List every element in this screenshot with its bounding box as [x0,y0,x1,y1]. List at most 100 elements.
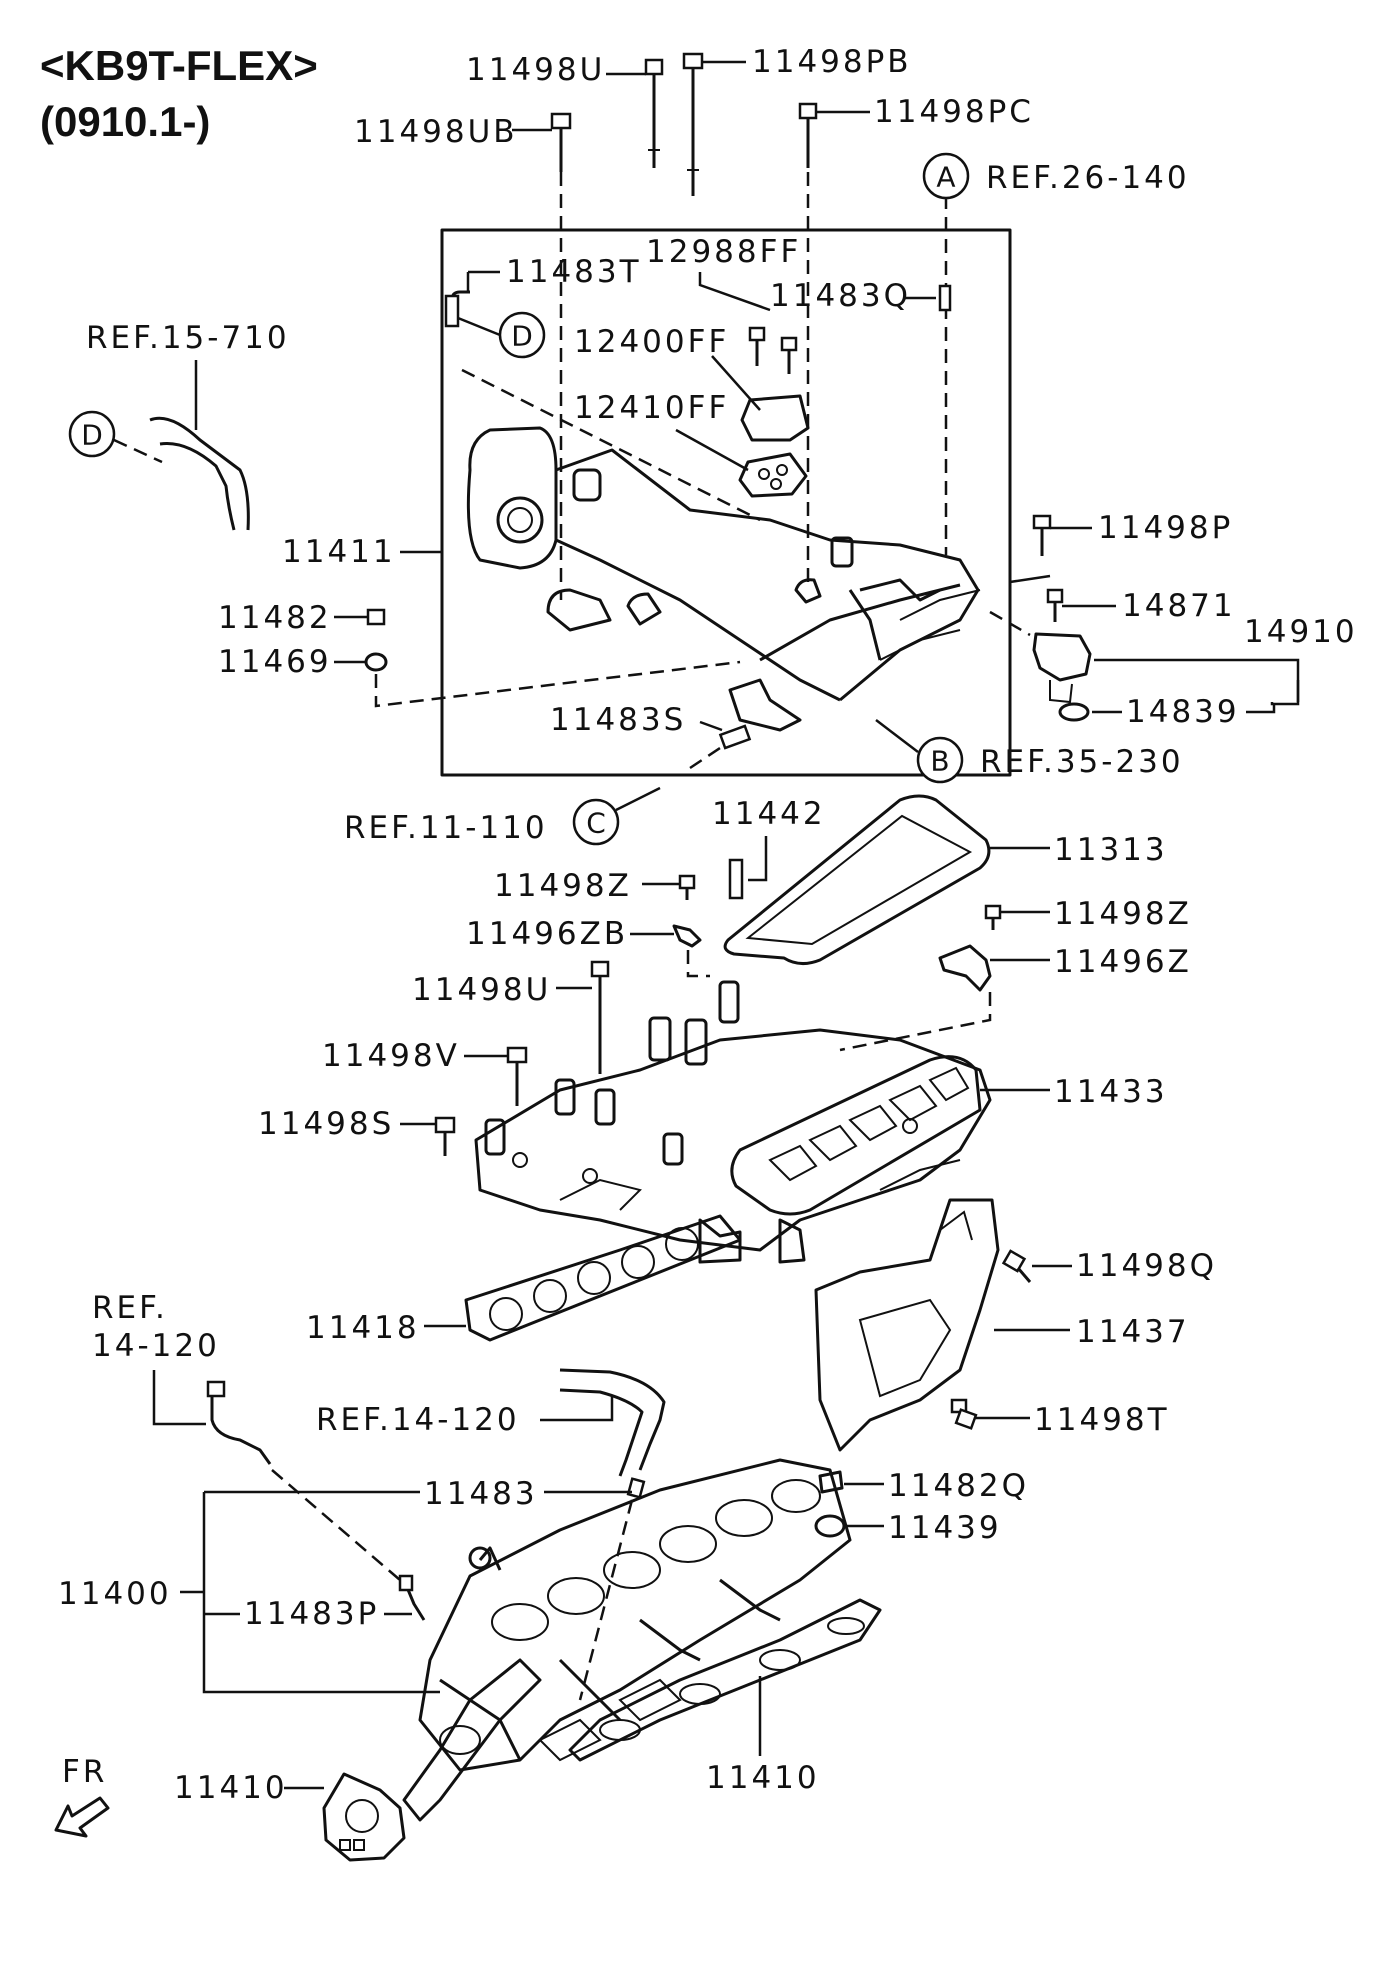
leader-line [1270,680,1300,706]
bolt-11498v [506,1046,528,1064]
label-12400ff: 12400FF [574,324,729,360]
production-date-range: (0910.1-) [40,98,210,145]
hose-ref-14-120-left [210,1390,272,1465]
alignment-line [839,992,992,1052]
nut-11482q [818,1470,844,1494]
label-11496zb: 11496ZB [466,916,628,952]
gasket-11418 [464,1214,742,1342]
gasket-11410-right [568,1598,882,1762]
front-label: FR [62,1754,107,1790]
model-code: <KB9T-FLEX> [40,42,318,89]
bracket-11437 [814,1198,1000,1452]
label-11483q: 11483Q [770,278,911,314]
label-11498pb: 11498PB [752,44,912,80]
bolt-11498p [1032,514,1052,556]
alignment-line [271,1469,401,1581]
label-11498s: 11498S [258,1106,394,1142]
label-11498u: 11498U [466,52,605,88]
label-11498p: 11498P [1098,510,1233,546]
label-11469: 11469 [218,644,332,680]
callout-c-letter: C [586,807,606,840]
label-11410: 11410 [706,1760,820,1796]
upper-assembly-box [440,228,1012,777]
callout-d-circle [68,410,116,458]
label-11482q: 11482Q [888,1468,1029,1504]
label-11483: 11483 [424,1476,538,1512]
callout-a-letter: A [936,161,955,194]
label-11400: 11400 [58,1576,172,1612]
callout-d-letter: D [81,419,103,452]
bolt-11498z-left [678,874,696,890]
nut-11482 [366,608,386,626]
label-12410ff: 12410FF [574,390,729,426]
ref-14-label: REF. [92,1290,168,1326]
label-11498ub: 11498UB [354,114,518,150]
sensor-14910 [1032,632,1092,682]
leader-line [675,428,749,472]
washer-11469 [364,652,388,672]
leader-line [1009,574,1051,584]
label-11498z: 11498Z [1054,896,1192,932]
bolt-11498u-top [644,58,664,168]
bolt-14871 [1046,588,1064,622]
gasket-11313 [723,794,991,965]
ref-11-110: REF.11-110 [344,810,548,846]
gasket-12410ff [738,452,808,498]
bolt-11498s [434,1116,456,1134]
leader-line [699,720,723,732]
leader-line [540,1396,614,1422]
leader-line [457,316,501,337]
leader-line [1246,704,1276,714]
hose-ref-15-710 [149,416,250,531]
alignment-line [113,438,163,464]
label-11418: 11418 [306,1310,420,1346]
plate-12400ff [740,394,810,442]
alignment-line [578,1499,634,1701]
o-ring-14839 [1058,702,1090,722]
label-11410: 11410 [174,1770,288,1806]
bolt-11498t [950,1398,978,1430]
alignment-line [689,746,721,770]
bracket-line-11400 [202,1492,440,1694]
front-direction-arrow-icon [54,1796,110,1838]
stud-11442 [728,858,744,900]
label-11442: 11442 [712,796,826,832]
label-11498q: 11498Q [1076,1248,1217,1284]
ref-35-230: REF.35-230 [980,744,1184,780]
label-14871: 14871 [1122,588,1236,624]
pin-11483q [938,284,952,312]
callout-b-circle [916,736,964,784]
hose-ref-14-120 [559,1368,666,1471]
bolt-11498pb [682,52,704,196]
label-11498u: 11498U [412,972,551,1008]
label-11437: 11437 [1076,1314,1190,1350]
alignment-line [461,368,761,522]
label-11498t: 11498T [1034,1402,1170,1438]
bolt-11498ub [550,112,572,172]
pin-11483s [718,724,752,750]
bolt-11498u-mid [590,960,610,978]
label-11483p: 11483P [244,1596,379,1632]
bolt-11498pc [798,102,818,168]
ref-14-120-label: 14-120 [92,1328,220,1364]
label-11498z: 11498Z [494,868,632,904]
callout-b-letter: B [930,745,949,778]
label-11496z: 11496Z [1054,944,1192,980]
label-11482: 11482 [218,600,332,636]
leader-line [152,1370,206,1426]
callout-c-circle [572,798,620,846]
callout-a-circle [922,152,970,200]
label-11483s: 11483S [550,702,686,738]
bracket-11496zb [672,924,702,948]
upper-intake-manifold-11411 [466,426,981,732]
leader-line [615,786,661,812]
label-11313: 11313 [1054,832,1168,868]
label-14910: 14910 [1244,614,1358,650]
gasket-11410-left [322,1658,542,1862]
bracket-11496z [938,944,992,992]
alignment-line [374,660,741,708]
leader-line [698,272,771,312]
label-12988ff: 12988FF [646,234,801,270]
alignment-line [989,610,1031,637]
